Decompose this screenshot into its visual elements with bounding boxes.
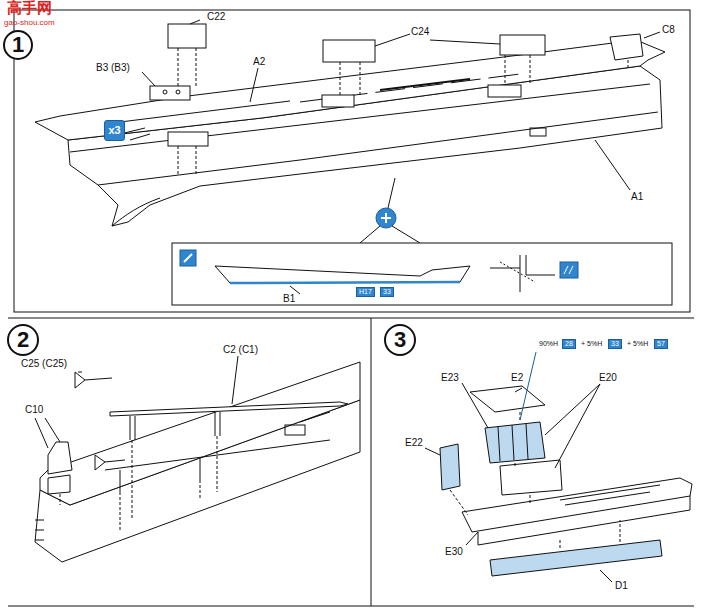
part-label: E2 (510, 372, 524, 383)
step-number: 1 (3, 30, 33, 60)
part-label: B3 (B3) (95, 62, 131, 73)
part-label: E30 (444, 546, 464, 557)
paint-code: 33 (608, 339, 622, 349)
step-text: 3 (394, 329, 406, 351)
part-label: E22 (404, 437, 424, 448)
part-label: B1 (282, 293, 296, 304)
paint-code: 57 (654, 339, 668, 349)
watermark: 高手网 (6, 0, 53, 17)
part-label: 90%H (538, 340, 559, 348)
paint-code: H17 (356, 287, 375, 297)
part-label: D1 (614, 580, 629, 591)
part-label: E23 (440, 372, 460, 383)
part-label: C24 (410, 26, 430, 37)
part-label: + 5%H (580, 340, 603, 348)
step-text: 1 (12, 34, 24, 56)
watermark: gao-shou.com (3, 19, 56, 28)
paint-code: 28 (562, 339, 576, 349)
quantity-text: x3 (108, 125, 120, 136)
paint-code: 33 (380, 287, 394, 297)
part-label: A2 (252, 56, 266, 67)
step-number: 2 (7, 324, 39, 356)
part-label: C25 (C25) (20, 358, 68, 369)
quantity-badge: x3 (104, 120, 125, 141)
part-label: C2 (C1) (222, 344, 259, 355)
part-label: C22 (206, 11, 226, 22)
step-number: 3 (384, 324, 416, 356)
part-label: C10 (24, 404, 44, 415)
part-label: + 5%H (626, 340, 649, 348)
step-text: 2 (17, 329, 29, 351)
part-label: C8 (661, 24, 676, 35)
part-label: E20 (598, 372, 618, 383)
part-label: A1 (630, 191, 644, 202)
